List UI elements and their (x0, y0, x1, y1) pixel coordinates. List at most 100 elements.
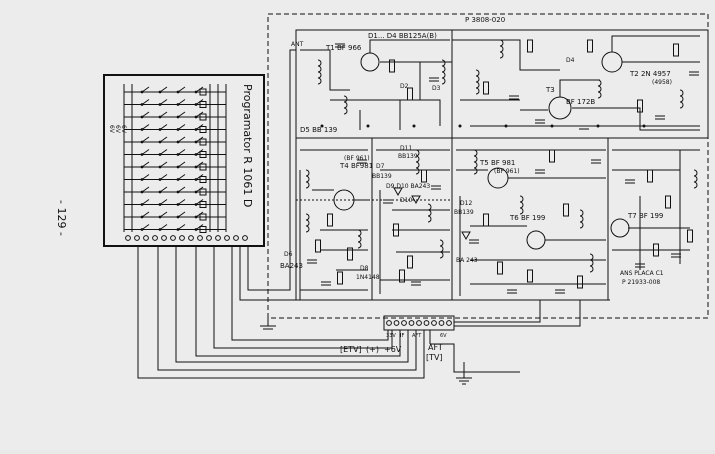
resistor-symbol (337, 271, 343, 285)
switch-node (194, 190, 198, 194)
coil-symbol (579, 209, 584, 229)
programmator-terminal (170, 235, 176, 241)
coil-symbol (473, 149, 478, 175)
switch-node (176, 165, 180, 169)
switch-node (140, 103, 144, 106)
transistor-t4-symbol (333, 189, 355, 211)
switch-node (140, 190, 144, 194)
switch-contact (159, 136, 168, 143)
label-d5: D5 BB 139 (300, 126, 337, 134)
connector-label-1: 33V (386, 333, 396, 339)
switch-node (158, 228, 162, 231)
switch-node (140, 128, 144, 131)
compartments (295, 29, 709, 301)
switch-node (158, 215, 162, 219)
connector-pin (446, 320, 452, 326)
connector-pin (423, 320, 430, 326)
switch-node (194, 153, 198, 156)
label-t3-value: BF 172B (566, 98, 595, 106)
resistor-symbol (399, 269, 405, 283)
switch-resistor (199, 176, 207, 183)
switch-contact (159, 99, 168, 105)
ans-label: ANS PLACA C1 (620, 270, 664, 277)
diode-symbol (461, 231, 471, 241)
component-labels: D1... D4 BB125A(B) T1 BF 966 D5 BB 139 D… (280, 32, 672, 281)
switch-node (140, 115, 144, 119)
junction-dot (458, 124, 462, 128)
switch-contact (141, 211, 150, 218)
label-d3: D3 (432, 85, 441, 92)
resistor-symbol (483, 213, 489, 227)
resistor-symbol (563, 203, 569, 217)
switch-node (140, 140, 144, 144)
resistor-symbol (497, 261, 503, 275)
switch-node (140, 215, 144, 219)
coil-symbol (415, 149, 420, 175)
v6-label: +6V (384, 345, 402, 354)
switch-node (194, 140, 198, 144)
coil-symbol (305, 169, 310, 189)
resistor-symbol (327, 213, 333, 227)
programmator-terminal (242, 235, 248, 241)
aft-label: AFT (428, 343, 443, 352)
switch-contact (159, 199, 168, 205)
connector-pin (393, 320, 400, 326)
switch-node (194, 90, 198, 94)
wire (456, 149, 606, 296)
connector-label-4: 6V (440, 333, 447, 339)
label-t6: T6 BF 199 (509, 214, 545, 222)
programmator-terminal (152, 235, 158, 241)
switch-contact (177, 186, 186, 193)
programmator-terminal (215, 235, 221, 241)
switch-node (158, 153, 162, 156)
switch-resistor (199, 126, 207, 133)
switch-node (140, 178, 144, 181)
label-d8: D8 (360, 265, 369, 272)
connector-block: 33V IF AFT 6V [ETV] (+) +6V AFT [TV] (340, 315, 472, 385)
ans-code: P 21933-008 (622, 279, 660, 286)
switch-node (176, 103, 180, 106)
switch-contact (141, 86, 150, 93)
label-t5-alt: (BF 961) (494, 168, 520, 175)
switch-node (140, 228, 144, 231)
connector-label-2: IF (400, 333, 404, 339)
plus-label: (+) (366, 345, 379, 354)
resistor-symbol (665, 195, 671, 209)
coil-symbol (317, 59, 322, 85)
switch-node (158, 128, 162, 131)
coil-symbol (439, 239, 444, 259)
label-t4: T4 BF981 (339, 162, 373, 170)
programmator-terminal (206, 235, 212, 241)
switch-contact (177, 174, 186, 180)
label-t5: T5 BF 981 (479, 159, 515, 167)
switch-resistor (199, 88, 207, 96)
wiring-layer (299, 35, 700, 296)
resistor-symbol (347, 247, 353, 261)
resistor-symbol (389, 59, 395, 73)
label-d6-value: BA243 (280, 262, 303, 270)
coil-symbol (343, 95, 348, 115)
switch-contact (177, 136, 186, 143)
switch-contact (141, 174, 150, 180)
page-number: - 129 - (55, 200, 68, 236)
coil-symbol (679, 89, 684, 109)
switch-contact (141, 199, 150, 205)
switch-contact (177, 161, 186, 168)
programmator-title: Programator R 1061 D (241, 84, 254, 207)
transistor-t1-symbol (360, 52, 380, 72)
programmator-terminal (188, 235, 194, 241)
coil-symbol (427, 203, 432, 223)
label-t4-alt: (BF 961) (344, 155, 370, 162)
switch-contact (159, 224, 168, 230)
diode-symbol (393, 187, 403, 197)
programmator-terminal (143, 235, 149, 241)
switch-node (176, 190, 180, 194)
wire (299, 149, 368, 291)
switch-node (176, 178, 180, 181)
diode-symbol (411, 195, 421, 205)
switch-contact (177, 199, 186, 205)
wire (460, 99, 700, 131)
label-d9: D9,D10 BA243 (386, 183, 430, 190)
coil-symbol (589, 253, 594, 273)
